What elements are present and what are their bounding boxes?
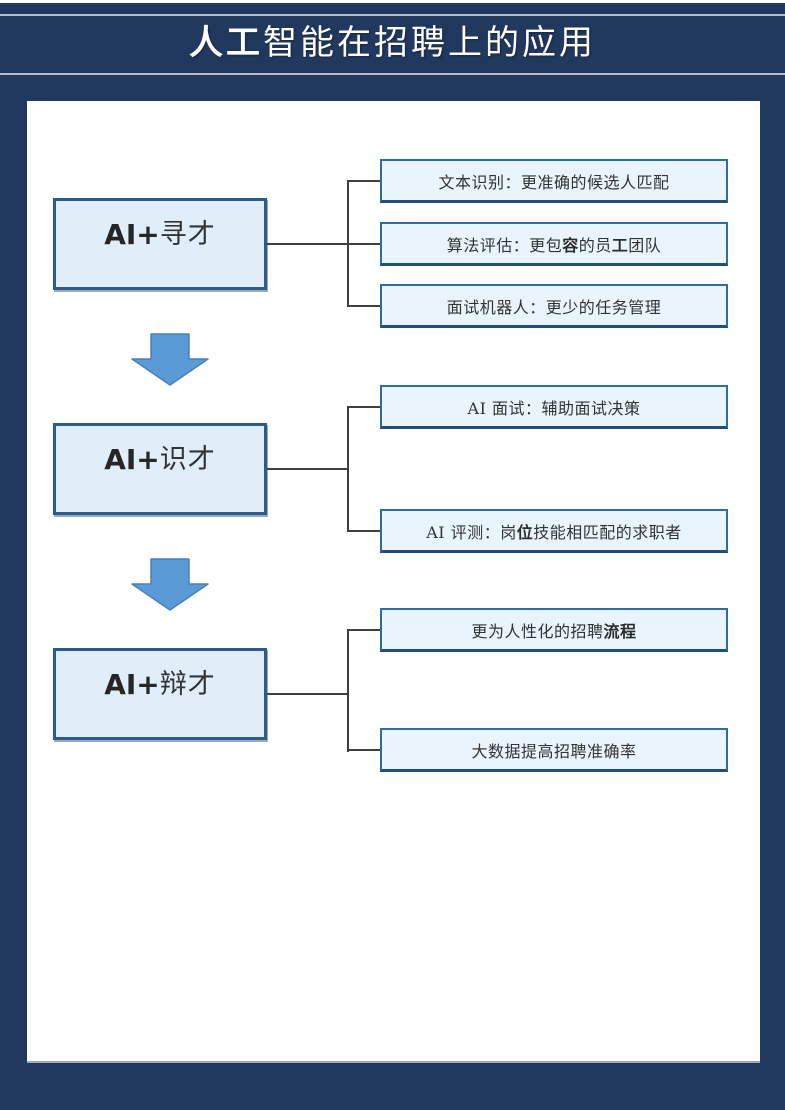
branch-box-ai-assessment: AI 评测：岗位技能相匹配的求职者 [380, 509, 728, 553]
connector-line [347, 180, 380, 182]
top-white-strip [0, 0, 785, 3]
connector-line [347, 629, 349, 752]
page-title: 人工智能在招聘上的应用 [189, 23, 596, 63]
header-divider-bottom [0, 73, 785, 75]
stage-label-name: 识才 [159, 444, 216, 475]
down-arrow [131, 333, 209, 386]
branch-box-ai-interview: AI 面试：辅助面试决策 [380, 385, 728, 429]
connector-line [347, 406, 349, 532]
stage-label-prefix: AI+ [104, 668, 160, 701]
stage-label-name: 寻才 [159, 219, 216, 250]
connector-line [267, 243, 380, 245]
down-arrow [131, 558, 209, 611]
connector-line [347, 749, 380, 751]
stage-label-name: 辩才 [159, 669, 216, 700]
connector-line [347, 629, 380, 631]
branch-box-algorithm-evaluation: 算法评估：更包容的员工团队 [380, 222, 728, 266]
branch-box-text-recognition: 文本识别：更准确的候选人匹配 [380, 159, 728, 203]
stage-box-ai-xuncai: AI+寻才 [53, 198, 267, 290]
connector-line [347, 406, 380, 408]
header-divider-top [0, 14, 785, 16]
branch-box-humanized-process: 更为人性化的招聘流程 [380, 608, 728, 652]
stage-box-ai-shicai: AI+识才 [53, 423, 267, 515]
branch-box-interview-robot: 面试机器人：更少的任务管理 [380, 284, 728, 328]
stage-label-prefix: AI+ [104, 443, 160, 476]
connector-line [347, 305, 380, 307]
connector-line [267, 693, 349, 695]
stage-label-prefix: AI+ [104, 218, 160, 251]
stage-box-ai-biancai: AI+辩才 [53, 648, 267, 740]
connector-line [267, 468, 349, 470]
branch-box-big-data-accuracy: 大数据提高招聘准确率 [380, 728, 728, 772]
connector-line [347, 180, 349, 307]
connector-line [347, 530, 380, 532]
